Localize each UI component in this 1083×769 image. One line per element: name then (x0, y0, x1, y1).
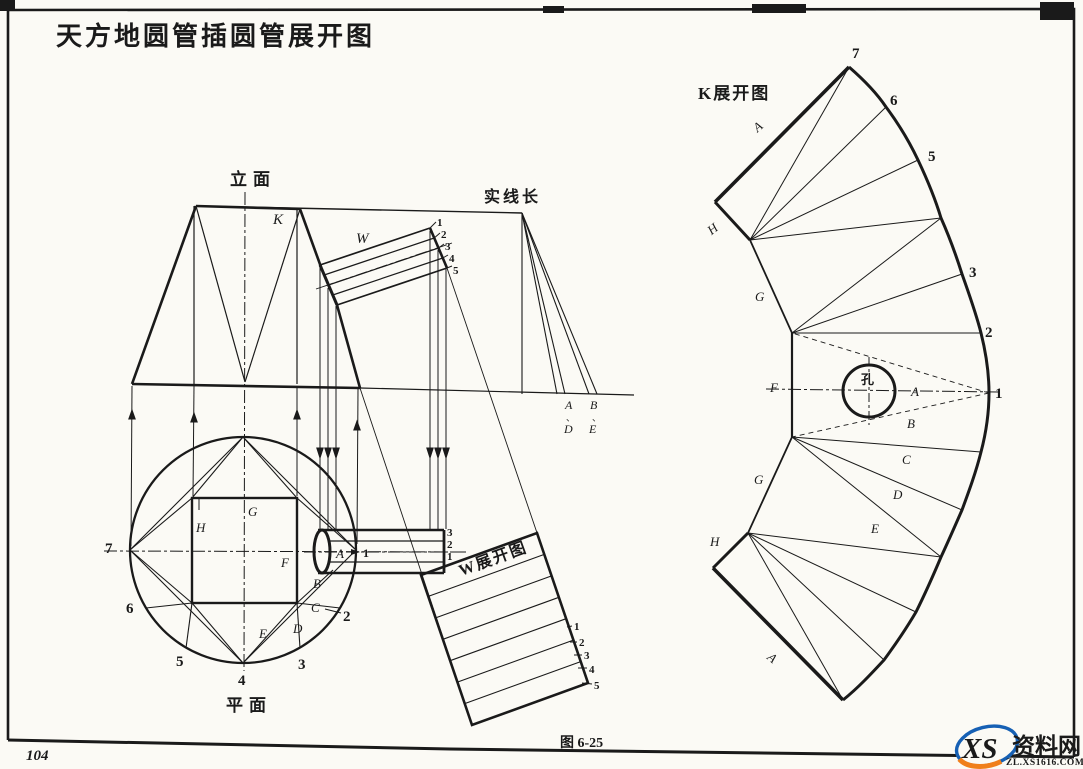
k-label-h-top: H (703, 220, 721, 239)
watermark-site-url: ZL.XS1616.COM (1006, 758, 1083, 768)
pipe-end-3: 3 (447, 527, 453, 539)
plan-label-f: F (280, 555, 290, 570)
k-region-b: B (907, 416, 915, 431)
plan-point-3: 3 (298, 657, 306, 673)
k-arc-numbers: 7 6 5 3 2 1 (852, 46, 1003, 402)
arrow-up (293, 408, 301, 420)
wdev-3: 3 (584, 650, 590, 662)
w-development-numbers: 1 2 3 4 5 (574, 621, 600, 692)
tl-comma: 、 (592, 413, 601, 423)
arrow-up (190, 411, 198, 423)
tl-label-b: B (590, 398, 598, 412)
watermark-site-name: 资料网 (1012, 734, 1081, 759)
k-region-c: C (902, 452, 911, 467)
plan-point-7: 7 (105, 541, 113, 557)
page-title: 天方地圆管插圆管展开图 (56, 21, 375, 51)
k-region-e: E (870, 521, 879, 536)
plan-view-label: 平面 (226, 696, 272, 715)
k-num-6: 6 (890, 93, 898, 109)
plan-point-4: 4 (238, 673, 246, 689)
k-seam-a-bottom: A (764, 649, 781, 666)
elevation-view (130, 191, 635, 672)
plan-pipe-a: A (335, 546, 344, 561)
true-length-point-labels: A 、 D B 、 E (563, 398, 601, 436)
plan-view (103, 435, 467, 665)
k-seam-a-top: A (749, 118, 766, 135)
wdev-5: 5 (594, 680, 600, 692)
k-hole-label: 孔 (861, 372, 874, 387)
figure-caption: 图 6-25 (560, 735, 603, 751)
arrow-down (332, 447, 340, 460)
watermark-ellipse (954, 724, 1020, 769)
plan-label-c: C (311, 600, 320, 615)
k-region-a: A (910, 384, 919, 399)
k-development (711, 65, 1001, 702)
pipe-gen-number: 1 (437, 217, 443, 229)
wdev-4: 4 (589, 664, 595, 676)
plan-label-g: G (248, 504, 258, 519)
axis-arrow (351, 549, 360, 555)
k-num-7: 7 (852, 46, 860, 62)
arrow-up (128, 408, 136, 420)
elevation-pipe-w (315, 221, 453, 306)
true-length-diagram (521, 212, 598, 395)
watermark-xs: XS (961, 733, 997, 765)
plan-label-h: H (195, 520, 206, 535)
plan-point-5: 5 (176, 654, 184, 670)
plan-point-6: 6 (126, 601, 134, 617)
tl-label-a: A (564, 398, 573, 412)
elevation-cone-label: K (272, 212, 284, 228)
elevation-pipe-label: W (356, 231, 370, 247)
arrow-up (353, 419, 361, 431)
plan-label-b: B (313, 576, 321, 591)
k-label-h-bottom: H (709, 534, 720, 549)
k-development-label: K展开图 (698, 84, 770, 103)
tl-label-e: E (588, 422, 597, 436)
k-fan-lines (747, 66, 982, 701)
wdev-2: 2 (579, 637, 585, 649)
pipe-gen-number: 3 (445, 241, 451, 253)
k-label-g-top: G (755, 289, 765, 304)
k-num-3: 3 (969, 265, 977, 281)
k-num-5: 5 (928, 149, 936, 165)
plan-triangulation (129, 436, 357, 664)
arrow-down (442, 447, 450, 460)
plan-pipe-end-numbers: 3 2 1 (447, 527, 453, 563)
page-number: 104 (26, 748, 49, 764)
plan-label-d: D (292, 621, 303, 636)
pipe-gen-number: 4 (449, 253, 455, 265)
plan-pipe-1: 1 (363, 546, 369, 560)
pipe-end-1: 1 (447, 551, 453, 563)
plan-circle-numbers: 7 6 5 4 3 2 (105, 541, 351, 689)
k-num-2: 2 (985, 325, 993, 341)
elevation-view-label: 立面 (230, 169, 276, 189)
true-length-label: 实线长 (484, 187, 541, 206)
arrow-down (316, 447, 324, 460)
w-development (419, 531, 593, 727)
tl-label-d: D (563, 422, 573, 436)
w-development-label: W展开图 (456, 538, 530, 580)
plan-point-2: 2 (343, 609, 351, 625)
plan-label-e: E (258, 626, 267, 641)
elevation-pipe-numbers: 1 2 3 4 5 (437, 217, 459, 277)
arrow-down (324, 447, 332, 460)
watermark-logo: XS 资料网 ZL.XS1616.COM (954, 724, 1083, 769)
wdev-1: 1 (574, 621, 580, 633)
k-region-letters: A B C D E (870, 384, 919, 536)
k-num-1: 1 (995, 386, 1003, 402)
pipe-end-2: 2 (447, 539, 453, 551)
k-label-f: F (769, 380, 779, 395)
k-region-d: D (892, 487, 903, 502)
projection-lines (128, 231, 589, 726)
pipe-gen-number: 5 (453, 265, 459, 277)
plan-square-labels: G H F B C D E (195, 504, 321, 641)
k-label-g-bottom: G (754, 472, 764, 487)
pipe-gen-number: 2 (441, 229, 447, 241)
arrow-down (434, 447, 442, 460)
tl-comma: 、 (566, 413, 575, 423)
arrow-down (426, 447, 434, 460)
